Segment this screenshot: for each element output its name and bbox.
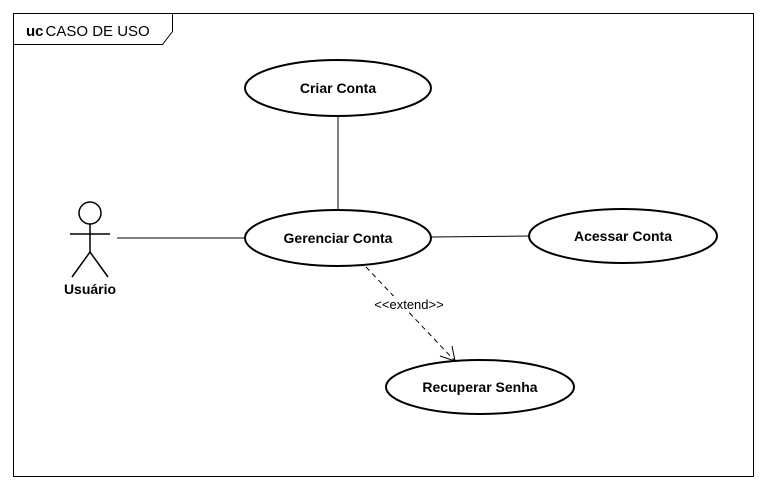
extend-label-bg bbox=[366, 296, 452, 312]
use-case-gerenciar-conta[interactable]: Gerenciar Conta bbox=[244, 209, 432, 267]
association-gerenciar-acessar bbox=[430, 235, 530, 238]
diagram-frame bbox=[13, 13, 754, 477]
actor-head bbox=[78, 201, 102, 225]
use-case-recuperar-senha[interactable]: Recuperar Senha bbox=[385, 359, 575, 415]
extend-label: <<extend>> bbox=[374, 297, 443, 312]
use-case-label: Acessar Conta bbox=[574, 228, 672, 244]
actor-right-leg bbox=[89, 251, 109, 278]
frame-label-tab bbox=[13, 13, 173, 45]
use-case-acessar-conta[interactable]: Acessar Conta bbox=[528, 208, 718, 264]
frame-keyword: uc bbox=[26, 23, 44, 40]
actor-left-leg bbox=[71, 251, 91, 278]
use-case-ellipse bbox=[528, 208, 718, 264]
use-case-criar-conta[interactable]: Criar Conta bbox=[244, 59, 432, 117]
frame-name: CASO DE USO bbox=[46, 23, 150, 40]
actor-usuario[interactable]: Usuário bbox=[64, 201, 116, 297]
extend-dependency-line bbox=[365, 266, 456, 362]
use-case-ellipse bbox=[385, 359, 575, 415]
use-case-label: Recuperar Senha bbox=[422, 379, 537, 395]
use-case-ellipse bbox=[244, 59, 432, 117]
use-case-label: Gerenciar Conta bbox=[284, 230, 393, 246]
use-case-label: Criar Conta bbox=[300, 80, 376, 96]
use-case-ellipse bbox=[244, 209, 432, 267]
actor-label: Usuário bbox=[64, 281, 116, 297]
